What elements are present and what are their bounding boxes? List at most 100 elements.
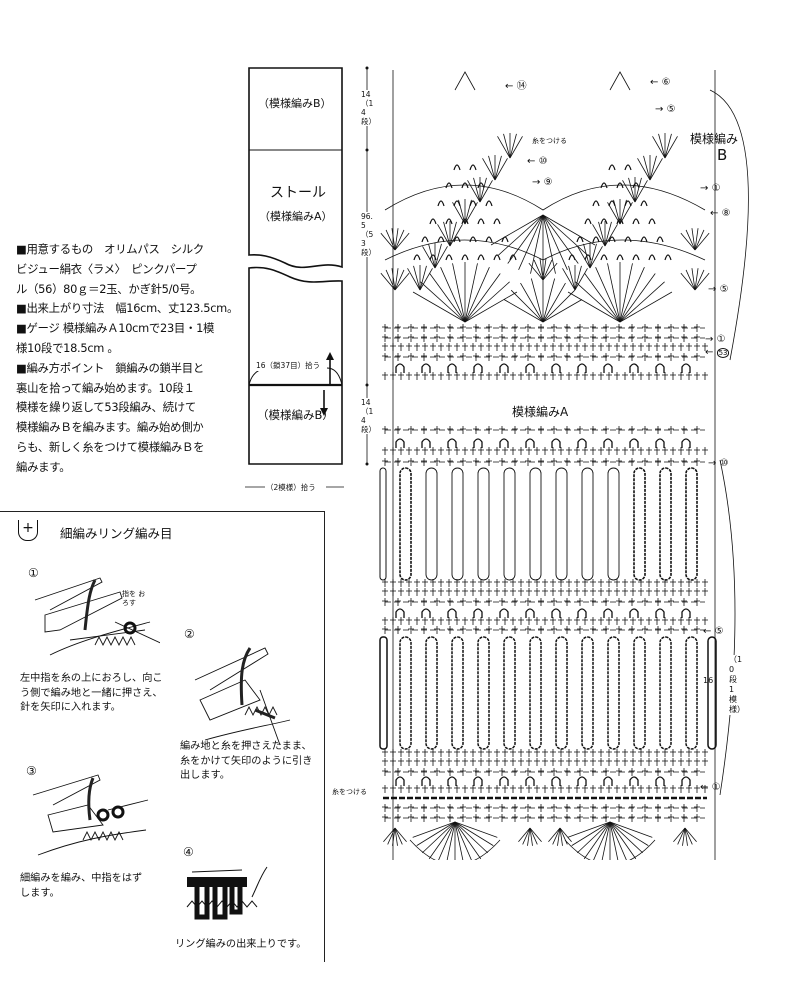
single-crochet [574,372,580,380]
fan-stitch [520,282,544,323]
single-crochet [390,749,396,757]
single-crochet [462,758,468,766]
ring-stitch [447,608,457,618]
single-crochet [582,617,588,625]
stitch-mark [395,334,401,342]
single-crochet [382,372,388,380]
fan-stitch [387,827,396,845]
single-crochet [542,758,548,766]
single-crochet [630,749,636,757]
single-crochet [582,785,588,793]
stitch-mark [460,598,466,606]
stitch-mark [603,334,609,342]
single-crochet [662,785,668,793]
ring-stitch [629,438,639,448]
stitch-mark [460,768,466,776]
single-crochet [446,758,452,766]
single-crochet [630,785,636,793]
stitch-mark [473,458,479,466]
single-crochet [630,617,636,625]
ring-stitch [603,438,613,448]
single-crochet [582,588,588,596]
stitch-mark [642,814,648,822]
single-crochet [606,372,612,380]
fan-stitch [419,268,433,291]
stitch-mark [616,626,622,634]
single-crochet [646,588,652,596]
fan-stitch [488,155,496,181]
undefined [555,636,568,750]
chain-arc [384,184,706,211]
single-crochet [638,343,644,351]
stitch-mark [629,458,635,466]
stitch-mark [382,598,388,606]
fan-stitch [412,821,456,838]
stitch-mark [668,598,674,606]
ring-stitch [461,182,469,189]
single-crochet [430,758,436,766]
single-crochet [406,617,412,625]
single-crochet [430,372,436,380]
single-crochet [566,447,572,455]
step-text-line: 出します。 [180,770,230,781]
fan-stitch [574,265,582,291]
stitch-mark [655,804,661,812]
undefined [685,467,698,581]
single-crochet [422,447,428,455]
single-crochet [686,749,692,757]
single-crochet [646,343,652,351]
single-crochet [534,588,540,596]
stitch-mark [616,598,622,606]
single-crochet [566,372,572,380]
ring-stitch [485,200,493,207]
ring-stitch [395,363,405,373]
single-crochet [566,579,572,587]
fan-stitch [482,158,496,181]
single-crochet [670,785,676,793]
stitch-mark [434,626,440,634]
stitch-mark [538,324,544,332]
fan-stitch [464,291,518,323]
fan-stitch [609,821,653,838]
stitch-mark [668,626,674,634]
single-crochet [654,617,660,625]
schematic-dim-bottom: 14（14段） [361,398,376,434]
stitch-mark [694,353,700,361]
chain-peak [454,71,476,91]
single-crochet [430,588,436,596]
undefined [529,636,542,750]
fan-stitch [394,827,398,846]
technique-title: 細編みリング編み目 [60,526,173,541]
stitch-mark [642,426,648,434]
undefined [659,636,672,750]
single-crochet [390,758,396,766]
single-crochet [414,579,420,587]
row-number: ① [711,782,721,793]
stitch-mark [473,353,479,361]
row-number: 53 [716,348,730,358]
single-crochet [598,758,604,766]
stitch-mark [603,814,609,822]
single-crochet [510,758,516,766]
single-crochet [502,579,508,587]
single-crochet [614,749,620,757]
single-crochet [622,758,628,766]
stitch-mark [668,353,674,361]
stitch-mark [577,814,583,822]
single-crochet [438,617,444,625]
ring-stitch [525,438,535,448]
fan-stitch [437,224,451,247]
undefined [477,467,490,581]
fan-stitch [542,214,568,270]
ring-stitch [681,438,691,448]
single-crochet [478,372,484,380]
single-crochet [478,579,484,587]
fan-stitch [694,269,705,291]
single-crochet [414,588,420,596]
single-crochet [646,785,652,793]
stitch-mark [421,814,427,822]
fan-stitch [529,827,542,843]
stitch-mark [629,426,635,434]
fan-stitch [421,821,456,854]
single-crochet [478,785,484,793]
